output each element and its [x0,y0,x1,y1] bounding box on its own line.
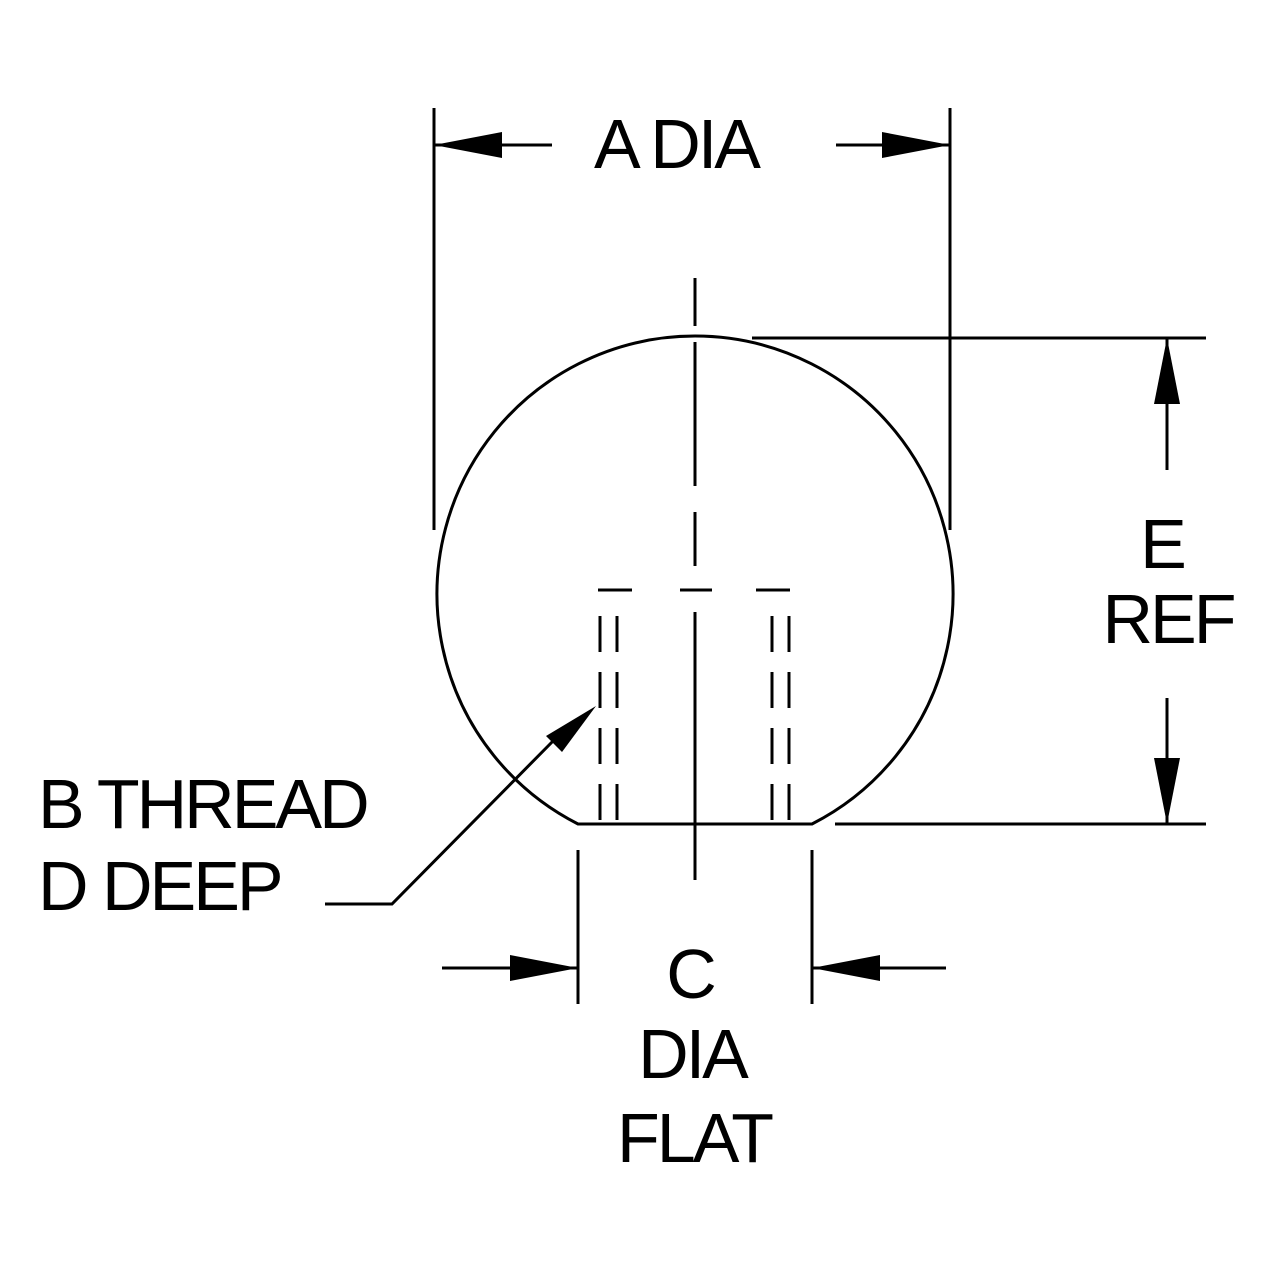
c-flat-label: FLAT [617,1099,773,1177]
a-dia-label: A DIA [594,105,761,183]
a-dia-dimension [432,108,952,530]
c-dia-flat-dimension [442,850,946,1004]
ball-outline [435,334,955,826]
thread-bore-hidden-lines [598,588,791,824]
c-dia-label: DIA [638,1015,749,1093]
c-label: C [666,935,714,1013]
b-thread-label: B THREAD [38,765,367,843]
d-deep-label: D DEEP [38,847,281,925]
e-label: E [1140,505,1184,583]
e-ref-dimension [752,336,1206,826]
ref-label: REF [1103,580,1234,658]
b-thread-leader [325,706,596,906]
